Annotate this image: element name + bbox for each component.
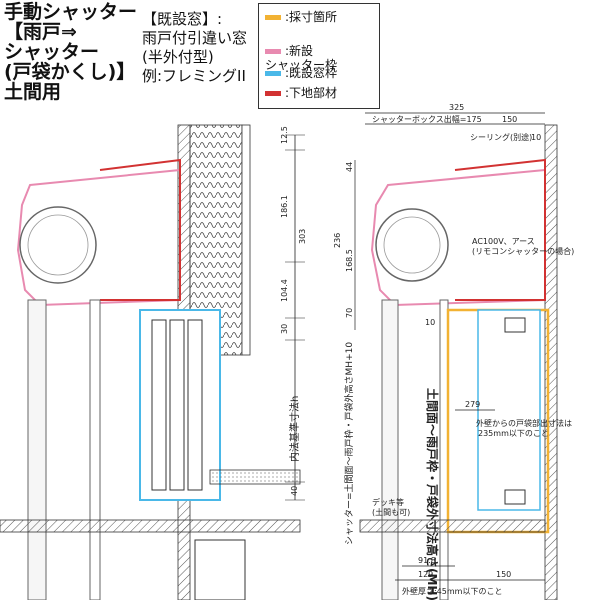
right-dim-150-bottom: 150 [496,570,511,579]
right-dim-168-5: 168.5 [345,249,354,272]
left-wall-inner [241,124,251,356]
left-foundation [194,539,246,600]
right-dim-70: 70 [345,308,354,318]
right-deck-line-2: (土間も可) [372,507,410,517]
right-deck-note: デッキ等 (土間も可) [372,497,410,517]
legend-item-base-material: :下地部材 [265,86,337,100]
legend-swatch-base-material [265,91,281,96]
right-dim-325: 325 [449,103,464,112]
right-power-line-1: AC100V、アース [472,237,535,246]
left-dim-12-5: 12.5 [280,126,289,144]
right-dim-91-8: 91.8 [418,556,436,565]
right-sealing-note: シーリング(別途) [470,132,532,142]
right-measure-label: 土間面〜雨戸枠・戸袋外寸法高さ(MH) [425,388,440,600]
left-floor-board [209,469,301,485]
right-dim-10-top: 10 [531,133,541,142]
legend-swatch-existing-frame [265,71,281,76]
existing-window-note: 【既設窓】: 雨戸付引違い窓 (半外付型) 例:フレミングII [142,10,248,85]
legend-label-base-material: :下地部材 [285,86,338,100]
right-wall-thickness-note: 外壁厚さ:45mm以下のこと [402,586,502,596]
right-dim-236: 236 [333,233,342,248]
left-section-drawing: 12.5 186.1 303 104.4 30 40 内法基準寸法h [0,124,307,600]
left-dim-303: 303 [298,229,307,244]
right-floor-slab [359,519,546,533]
right-dim-150-top: 150 [502,115,517,124]
left-dim-104-4: 104.4 [280,279,289,302]
right-dim-10-mid: 10 [425,318,435,327]
right-power-line-2: (リモコンシャッターの場合) [472,246,574,256]
right-dim-44: 44 [345,162,354,172]
left-wall-panel [89,299,101,600]
right-base-frame [454,158,546,301]
legend-swatch-measure [265,15,281,20]
left-shutter-roll-inner [27,214,89,276]
left-dim-40: 40 [290,486,299,496]
right-shutter-height-label: シャッター=土間面〜雨戸枠・戸袋外高さMH+10 [343,342,355,545]
right-dim-129: 129 [418,570,433,579]
right-dim-279: 279 [465,400,480,409]
legend-label-new-frame: :新設 シャッター枠 [265,44,338,72]
left-floor-slab [0,519,301,533]
left-inner-height-label: 内法基準寸法h [288,396,301,462]
left-window-sashes [151,319,203,491]
right-section-drawing: 325 シャッターボックス出幅=175 150 10 シーリング(別途) AC1… [333,103,587,600]
right-hardware-top [504,317,526,333]
right-tobukuro-line-2: 235mm以下のこと [478,429,549,438]
left-shutter-roll [19,206,97,284]
right-hardware-bottom [504,489,526,505]
left-guide-rail [27,299,47,600]
right-box-width-label: シャッターボックス出幅=175 [372,114,482,124]
left-existing-window-frame [139,309,221,501]
right-tobukuro-line-1: 外壁からの戸袋部出寸法は [476,418,572,428]
legend-box: :採寸箇所 :新設 シャッター枠 :既設窓枠 :下地部材 [258,3,380,109]
legend-label-measure: :採寸箇所 [285,10,338,24]
right-power-note: AC100V、アース (リモコンシャッターの場合) [472,237,587,256]
right-deck-line-1: デッキ等 [372,497,404,507]
right-tobukuro-note: 外壁からの戸袋部出寸法は 235mm以下のこと [476,418,575,438]
legend-item-new-frame: :新設 シャッター枠 [265,30,337,72]
legend-item-measure: :採寸箇所 [265,10,337,24]
right-shutter-roll [375,208,449,282]
left-base-frame [99,158,181,301]
diagram-title: 手動シャッター 【雨戸⇒ シャッター (戸袋かくし)】 土間用 [4,1,138,103]
left-dim-186-1: 186.1 [280,195,289,218]
right-shutter-roll-inner [383,216,441,274]
legend-item-existing-frame: :既設窓枠 [265,66,337,80]
right-guide-rail [381,299,399,600]
legend-label-existing-frame: :既設窓枠 [285,66,338,80]
left-dim-30: 30 [280,324,289,334]
legend-swatch-new-frame [265,49,281,54]
